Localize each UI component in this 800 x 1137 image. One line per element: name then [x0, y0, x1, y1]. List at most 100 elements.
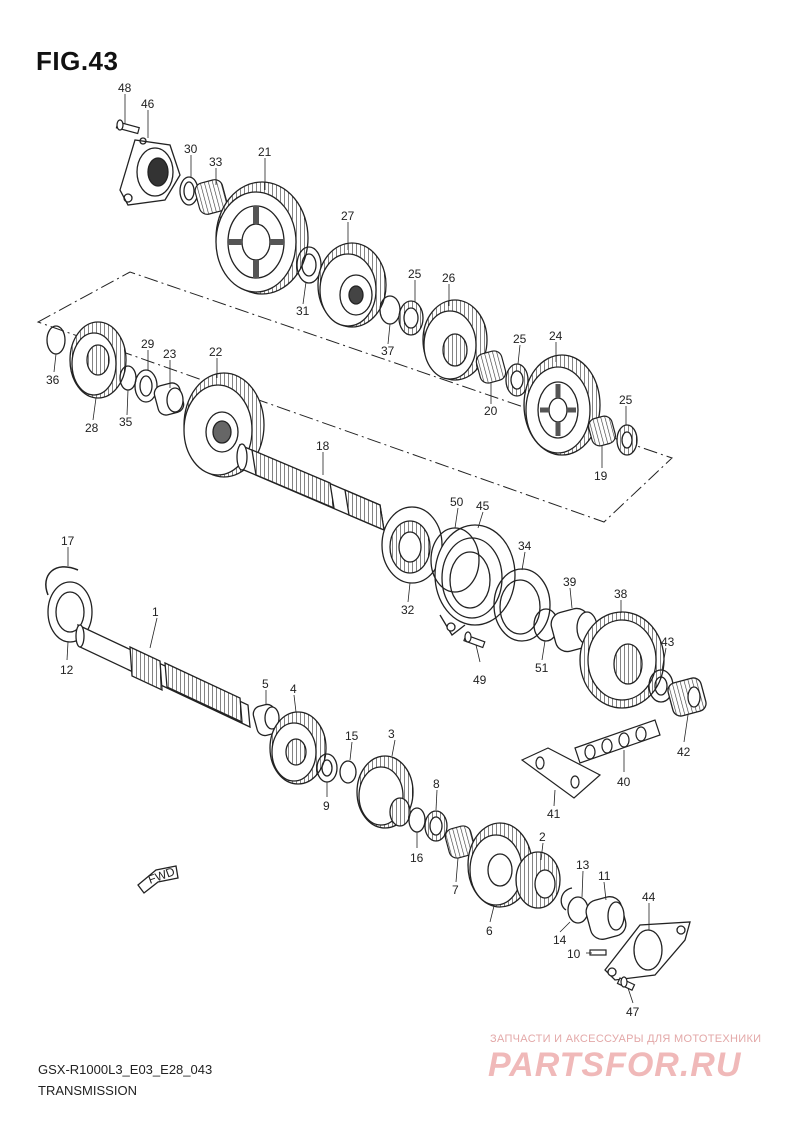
washer-25-mid — [505, 363, 529, 397]
gear-21 — [215, 181, 309, 295]
part-label-14: 14 — [553, 933, 567, 947]
figure-subtitle: TRANSMISSION — [38, 1083, 137, 1098]
part-label-23: 23 — [163, 347, 177, 361]
bolt-47 — [616, 976, 636, 991]
part-label-6: 6 — [486, 924, 493, 938]
part-label-47: 47 — [626, 1005, 640, 1019]
part-label-44: 44 — [642, 890, 656, 904]
part-label-32: 32 — [401, 603, 415, 617]
washer-31 — [296, 246, 322, 284]
part-label-37: 37 — [381, 344, 395, 358]
washer-25-top — [398, 300, 424, 336]
part-label-31: 31 — [296, 304, 310, 318]
part-label-1: 1 — [152, 605, 159, 619]
drive-chain-40 — [574, 719, 661, 764]
washer-25-right — [616, 424, 638, 456]
washer-14 — [567, 896, 589, 924]
part-label-22: 22 — [209, 345, 223, 359]
part-label-34: 34 — [518, 539, 532, 553]
assembly-boundary — [36, 271, 673, 523]
part-label-4: 4 — [290, 682, 297, 696]
bolt-48 — [115, 119, 140, 135]
part-label-48: 48 — [118, 81, 132, 95]
bushing-5 — [252, 703, 280, 737]
part-label-39: 39 — [563, 575, 577, 589]
part-label-25-top: 25 — [408, 267, 422, 281]
part-label-43: 43 — [661, 635, 675, 649]
housing-45 — [434, 524, 516, 636]
gear-2 — [515, 851, 561, 909]
part-label-19: 19 — [594, 469, 608, 483]
part-label-35: 35 — [119, 415, 133, 429]
circlip-15 — [339, 760, 357, 784]
watermark-logo: PARTSFOR.RU — [488, 1046, 742, 1084]
needle-bearing-20 — [475, 350, 507, 384]
sprocket-38 — [579, 611, 665, 709]
part-label-45: 45 — [476, 499, 490, 513]
gear-3 — [356, 755, 414, 829]
part-label-50: 50 — [450, 495, 464, 509]
circlip-37 — [379, 295, 401, 325]
bearing-32 — [381, 506, 443, 584]
part-label-29: 29 — [141, 337, 155, 351]
circlip-36 — [46, 325, 66, 355]
nut-42 — [667, 677, 707, 717]
gear-24 — [523, 354, 601, 456]
part-label-18: 18 — [316, 439, 330, 453]
part-label-33: 33 — [209, 155, 223, 169]
part-labels: 48 46 30 33 21 27 31 25 26 37 25 24 20 2… — [46, 81, 691, 1019]
part-label-38: 38 — [614, 587, 628, 601]
part-label-26: 26 — [442, 271, 456, 285]
washer-29 — [134, 369, 158, 403]
part-label-3: 3 — [388, 727, 395, 741]
figure-title: FIG.43 — [36, 46, 119, 76]
gear-26 — [422, 299, 488, 381]
washer-8 — [424, 810, 448, 842]
part-label-25-mid: 25 — [513, 332, 527, 346]
part-label-10: 10 — [567, 947, 581, 961]
fwd-arrow-icon: FWD — [137, 864, 179, 894]
circlip-17 — [45, 566, 79, 596]
part-label-27: 27 — [341, 209, 355, 223]
bearing-11 — [585, 896, 627, 940]
needle-bearing-19 — [587, 415, 617, 447]
washer-16 — [408, 807, 426, 833]
gear-28 — [69, 321, 127, 399]
watermark-tagline: ЗАПЧАСТИ И АКСЕССУАРЫ ДЛЯ МОТОТЕХНИКИ — [490, 1033, 762, 1045]
bushing-23 — [153, 382, 185, 416]
part-label-41: 41 — [547, 807, 561, 821]
part-label-49: 49 — [473, 673, 487, 687]
oil-seal-12 — [47, 581, 93, 643]
part-label-2: 2 — [539, 830, 546, 844]
part-label-7: 7 — [452, 883, 459, 897]
driveshaft-1 — [75, 623, 251, 729]
part-label-17: 17 — [61, 534, 75, 548]
part-label-12: 12 — [60, 663, 74, 677]
leader-lines — [53, 94, 689, 1004]
part-label-13: 13 — [576, 858, 590, 872]
bearing-retainer-44 — [604, 921, 691, 981]
bearing-retainer-46 — [119, 137, 181, 206]
part-label-9: 9 — [323, 799, 330, 813]
part-label-8: 8 — [433, 777, 440, 791]
part-label-24: 24 — [549, 329, 563, 343]
pin-10 — [589, 949, 607, 956]
part-label-42: 42 — [677, 745, 691, 759]
countershaft-18 — [236, 443, 385, 532]
circlip-13 — [560, 887, 573, 911]
part-label-25-right: 25 — [619, 393, 633, 407]
part-label-46: 46 — [141, 97, 155, 111]
chain-joint-41 — [520, 747, 602, 799]
gear-4 — [269, 711, 327, 785]
part-label-40: 40 — [617, 775, 631, 789]
part-label-28: 28 — [85, 421, 99, 435]
needle-bearing-7 — [444, 825, 476, 859]
fwd-label: FWD — [146, 864, 177, 887]
part-label-51: 51 — [535, 661, 549, 675]
part-label-15: 15 — [345, 729, 359, 743]
needle-bearing-33 — [194, 179, 228, 215]
part-label-16: 16 — [410, 851, 424, 865]
part-label-36: 36 — [46, 373, 60, 387]
